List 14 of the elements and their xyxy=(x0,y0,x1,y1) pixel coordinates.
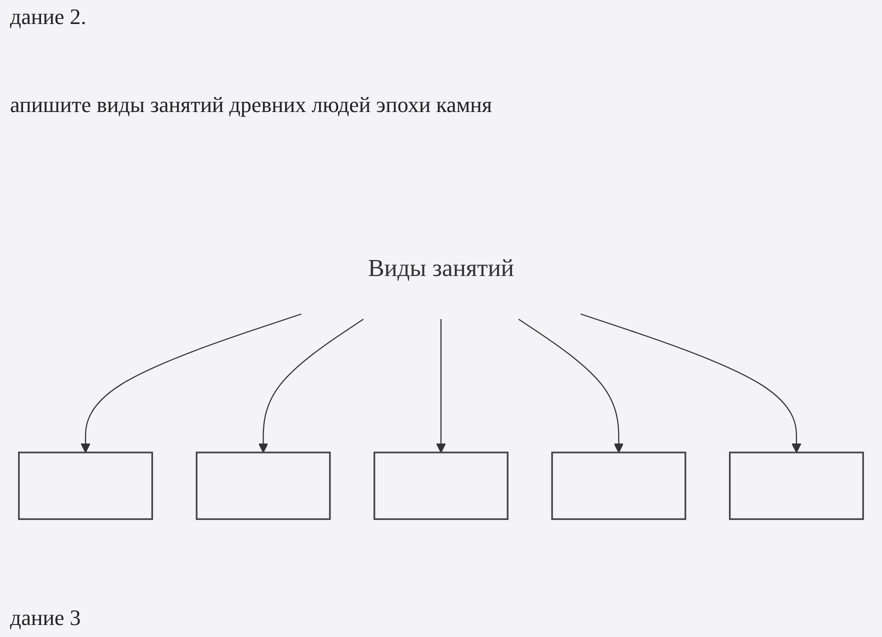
task-heading: дание 2. xyxy=(10,4,86,30)
arrow xyxy=(518,318,624,453)
arrow xyxy=(436,319,446,453)
arrow xyxy=(80,313,302,453)
answer-box xyxy=(18,452,154,520)
answer-box xyxy=(728,452,864,520)
heading-text: Виды занятий xyxy=(368,254,514,282)
arrow xyxy=(580,313,802,453)
instruction-text: апишите виды занятий древних людей эпохи камня xyxy=(10,92,492,118)
task-heading: дание 3 xyxy=(10,605,81,631)
answer-box xyxy=(196,452,331,520)
answer-box xyxy=(374,452,508,520)
arrow xyxy=(258,318,364,453)
answer-box xyxy=(551,452,686,520)
